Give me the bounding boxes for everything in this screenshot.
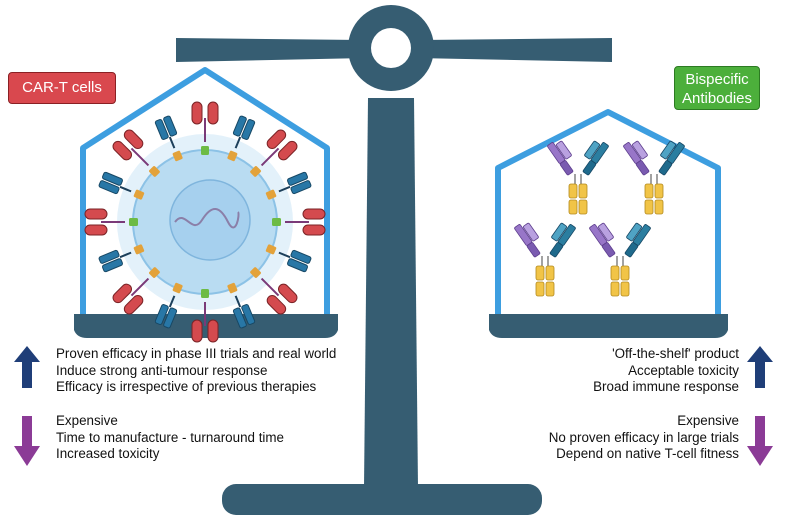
tcr-receptor [154,115,183,162]
dna-strand [174,208,240,229]
car-receptor [112,267,160,315]
right-pan-tray [489,314,728,338]
tcr-receptor [98,244,145,273]
list-item: Increased toxicity [56,446,160,461]
scale-base [222,484,542,515]
car-t-advantages-list: Proven efficacy in phase III trials and … [56,346,336,396]
bispecific-advantages-list: 'Off-the-shelf' product Acceptable toxic… [593,346,739,396]
car-receptor [250,129,298,177]
list-item: Efficacy is irrespective of previous the… [56,379,317,394]
list-item: 'Off-the-shelf' product [612,346,739,361]
right-pan-house [495,109,721,322]
car-t-cell-illustration [84,101,326,343]
car-receptor [112,129,160,177]
scale-pillar [364,98,418,488]
car-receptor [84,208,138,236]
list-item: Expensive [677,413,739,428]
tcr-receptor [227,282,256,329]
list-item: Broad immune response [593,379,739,394]
bispecific-antibody [623,140,685,215]
list-item: Expensive [56,413,118,428]
list-item: No proven efficacy in large trials [548,429,739,445]
tcr-receptor [265,171,312,200]
tcr-receptor [227,115,256,162]
car-t-disadvantages-list: Expensive Time to manufacture - turnarou… [56,413,284,463]
bispecific-disadvantages-list: Expensive No proven efficacy in large tr… [549,413,739,463]
list-item: Proven efficacy in phase III trials and … [56,346,337,361]
car-t-cells-label: CAR-T cells [8,72,116,104]
list-item: Time to manufacture - turnaround time [56,429,284,445]
tcr-receptor [154,282,183,329]
right-cons-down-arrow [747,416,773,466]
right-pros-up-arrow [747,346,773,388]
list-item: Induce strong anti-tumour response [56,362,268,378]
list-item: Depend on native T-cell fitness [556,446,739,461]
tcr-receptor [265,244,312,273]
list-item: Acceptable toxicity [628,362,739,378]
left-cons-down-arrow [14,416,40,466]
left-pros-up-arrow [14,346,40,388]
car-receptor [191,101,219,155]
scale-beam [176,38,366,62]
car-receptor [250,267,298,315]
car-receptor [191,289,219,343]
tcr-receptor [98,171,145,200]
bispecific-antibody [589,222,651,297]
car-receptor [272,208,326,236]
bispecific-antibody [547,140,609,215]
bispecific-antibodies-label: Bispecific Antibodies [674,66,760,110]
bispecific-antibodies-illustration [514,140,685,297]
cell-nucleus [169,179,251,261]
bispecific-antibody [514,222,576,297]
left-pan-house [80,67,330,322]
